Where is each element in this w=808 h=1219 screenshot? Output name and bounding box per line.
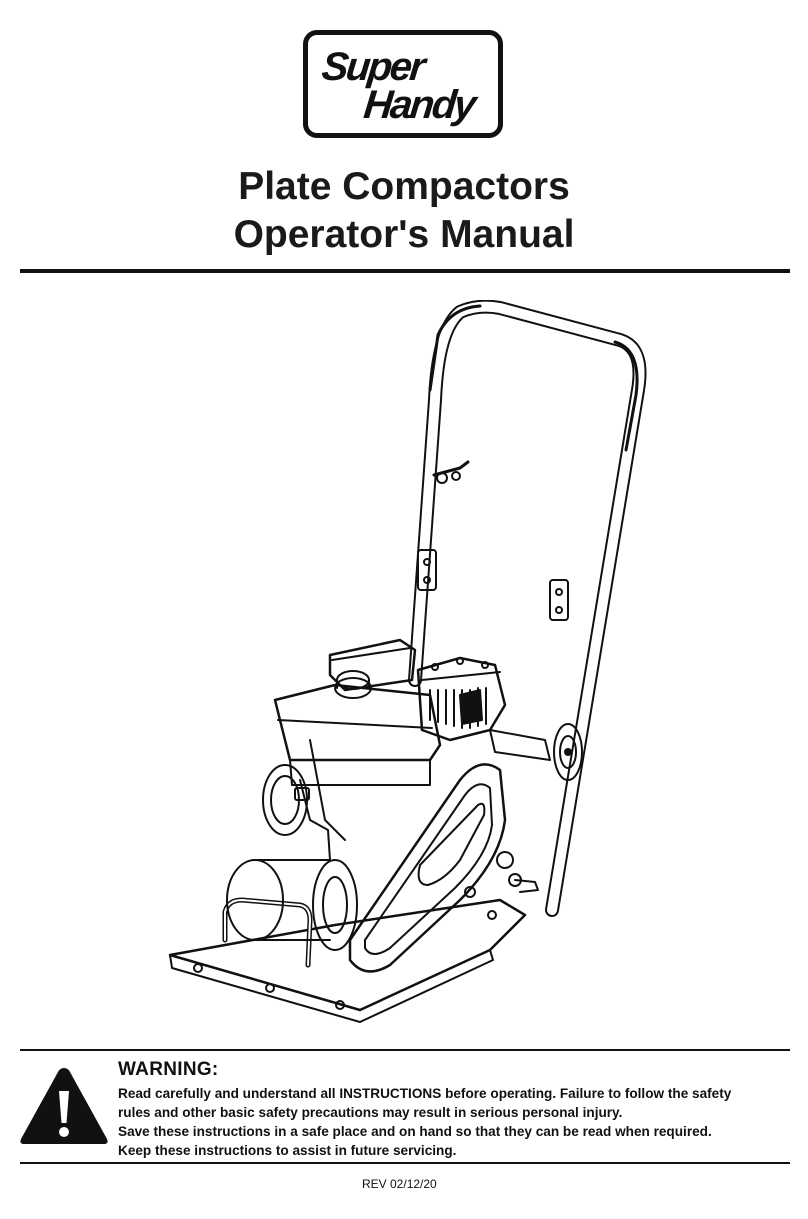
warning-line-1: Read carefully and understand all INSTRU… bbox=[118, 1086, 732, 1101]
warning-text: Read carefully and understand all INSTRU… bbox=[118, 1084, 794, 1160]
warning-line-2: rules and other basic safety precautions… bbox=[118, 1105, 623, 1120]
warning-triangle-icon bbox=[20, 1068, 108, 1144]
title-divider bbox=[20, 269, 790, 273]
warning-heading: WARNING: bbox=[118, 1059, 219, 1080]
document-title-line1: Plate Compactors bbox=[238, 165, 570, 208]
document-title-line2: Operator's Manual bbox=[233, 213, 575, 256]
revision-date: REV 02/12/20 bbox=[362, 1177, 437, 1191]
plate-compactor-illustration bbox=[168, 300, 647, 1023]
warning-top-rule bbox=[20, 1049, 790, 1051]
warning-line-4: Keep these instructions to assist in fut… bbox=[118, 1143, 457, 1158]
warning-bottom-rule bbox=[20, 1162, 790, 1164]
logo-text-super: Super bbox=[319, 45, 426, 89]
warning-line-3: Save these instructions in a safe place … bbox=[118, 1124, 712, 1139]
brand-logo: Super Handy bbox=[303, 30, 503, 138]
logo-text-handy: Handy bbox=[361, 83, 477, 127]
